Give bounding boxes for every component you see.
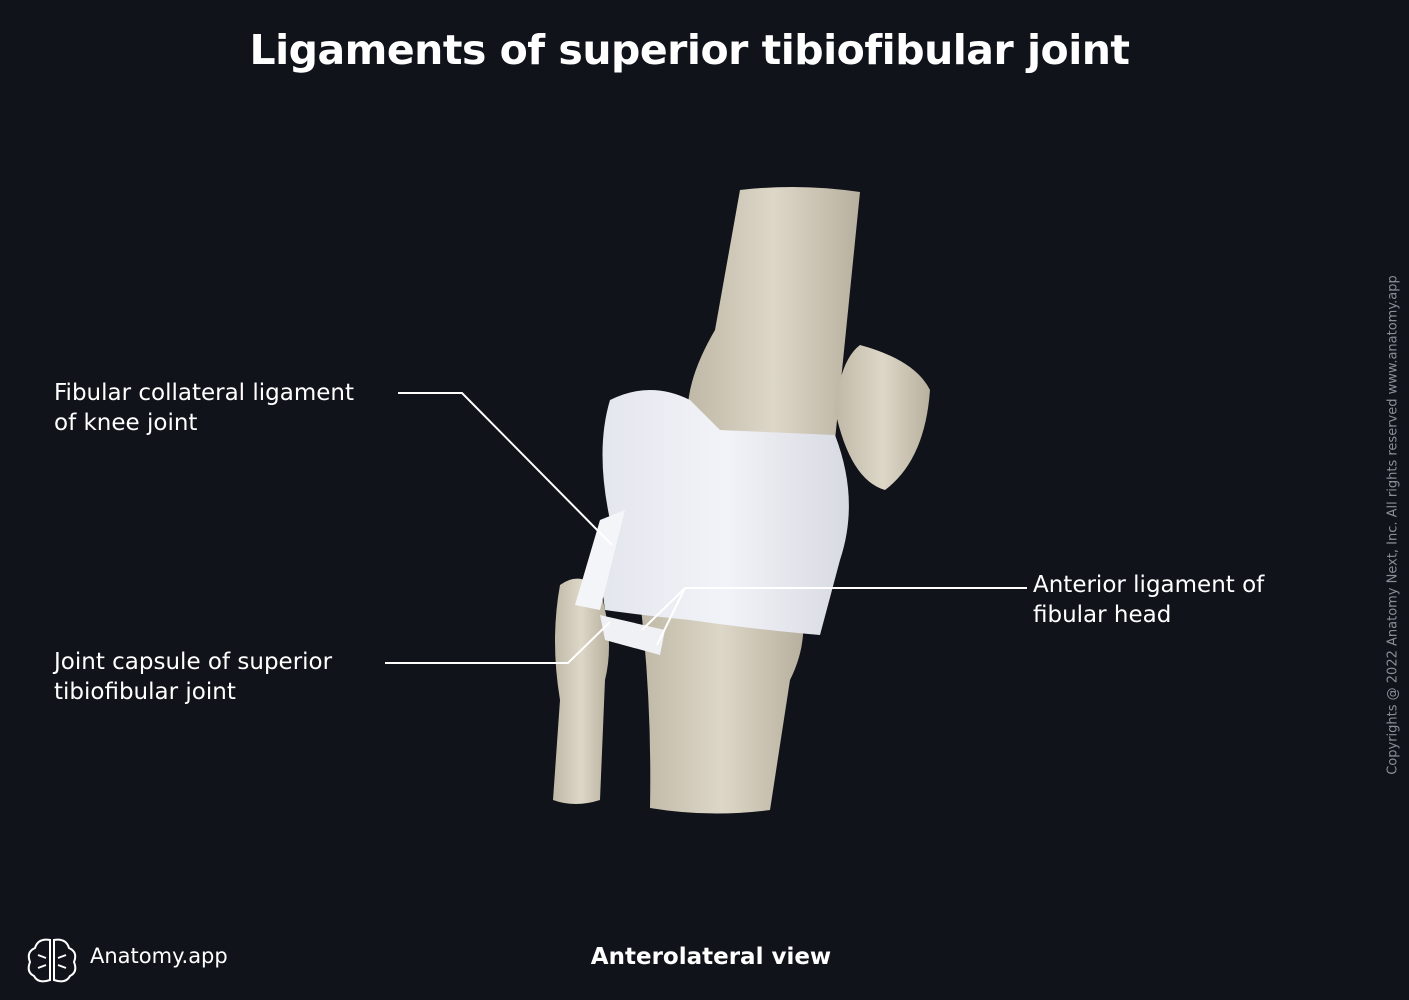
brand-name: Anatomy.app xyxy=(90,944,228,968)
label-line: tibiofibular joint xyxy=(54,679,236,705)
femur-shaft xyxy=(687,186,860,440)
label-line: Anterior ligament of xyxy=(1033,572,1265,598)
tibia xyxy=(640,600,804,814)
copyright-text: Copyrights @ 2022 Anatomy Next, Inc. All… xyxy=(1385,275,1401,775)
label-line: of knee joint xyxy=(54,410,198,436)
leader-joint-capsule xyxy=(385,621,611,664)
label-anterior-ligament: Anterior ligament of fibular head xyxy=(1033,570,1264,630)
leader-anterior-ligament-b xyxy=(656,587,686,646)
leader-fibular-collateral xyxy=(398,392,613,546)
label-line: fibular head xyxy=(1033,602,1172,628)
leader-lines xyxy=(385,392,1027,664)
label-fibular-collateral-ligament: Fibular collateral ligament of knee join… xyxy=(54,378,354,438)
knee-capsule xyxy=(601,390,849,635)
joint-capsule-fan xyxy=(600,615,665,655)
page-title: Ligaments of superior tibiofibular joint xyxy=(249,26,1130,74)
label-line: Joint capsule of superior xyxy=(54,649,333,675)
label-joint-capsule: Joint capsule of superior tibiofibular j… xyxy=(54,647,332,707)
brain-logo-icon xyxy=(27,938,77,983)
label-line: Fibular collateral ligament xyxy=(54,380,355,406)
fibula xyxy=(553,578,609,804)
fibular-collateral-ligament xyxy=(575,510,625,610)
patella xyxy=(835,345,930,490)
view-caption: Anterolateral view xyxy=(590,944,832,970)
